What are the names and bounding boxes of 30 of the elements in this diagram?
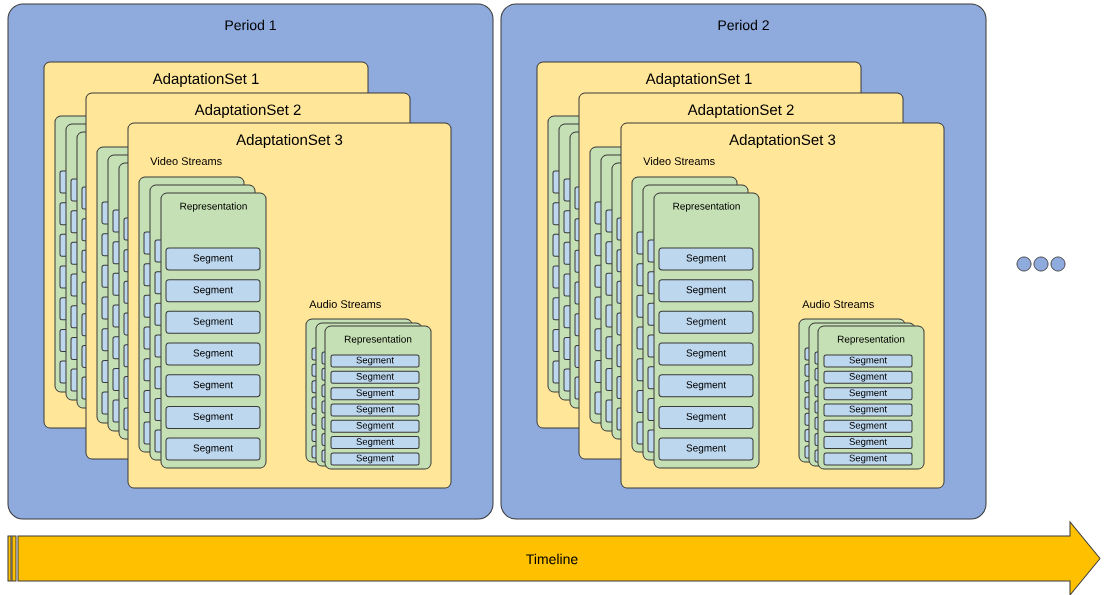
segment-box: Segment — [823, 354, 913, 368]
segment-box: Segment — [330, 387, 420, 401]
segment-box: Segment — [823, 370, 913, 384]
segment-box: Segment — [330, 436, 420, 450]
segment-box: Segment — [165, 342, 261, 366]
segment-box: Segment — [330, 370, 420, 384]
segment-box: Segment — [658, 279, 754, 303]
segment-box: Segment — [165, 279, 261, 303]
stream-heading: Video Streams — [150, 156, 222, 166]
segment-box: Segment — [165, 247, 261, 271]
segment-box: Segment — [165, 405, 261, 429]
segment-box: Segment — [658, 342, 754, 366]
segment-box: Segment — [823, 419, 913, 433]
segment-box: Segment — [330, 419, 420, 433]
segment-box: Segment — [658, 374, 754, 398]
segment-box: Segment — [823, 452, 913, 466]
segment-box: Segment — [658, 310, 754, 334]
segment-box: Segment — [658, 437, 754, 461]
segment-box: Segment — [165, 310, 261, 334]
segment-box: Segment — [823, 403, 913, 417]
segment-box: Segment — [823, 436, 913, 450]
segment-box: Segment — [330, 354, 420, 368]
segment-box: Segment — [330, 452, 420, 466]
segment-box: Segment — [165, 437, 261, 461]
segment-box: Segment — [658, 405, 754, 429]
stream-heading: Video Streams — [643, 156, 715, 166]
segment-box: Segment — [330, 403, 420, 417]
segment-box: Segment — [165, 374, 261, 398]
segment-box: Segment — [658, 247, 754, 271]
segment-box: Segment — [823, 387, 913, 401]
